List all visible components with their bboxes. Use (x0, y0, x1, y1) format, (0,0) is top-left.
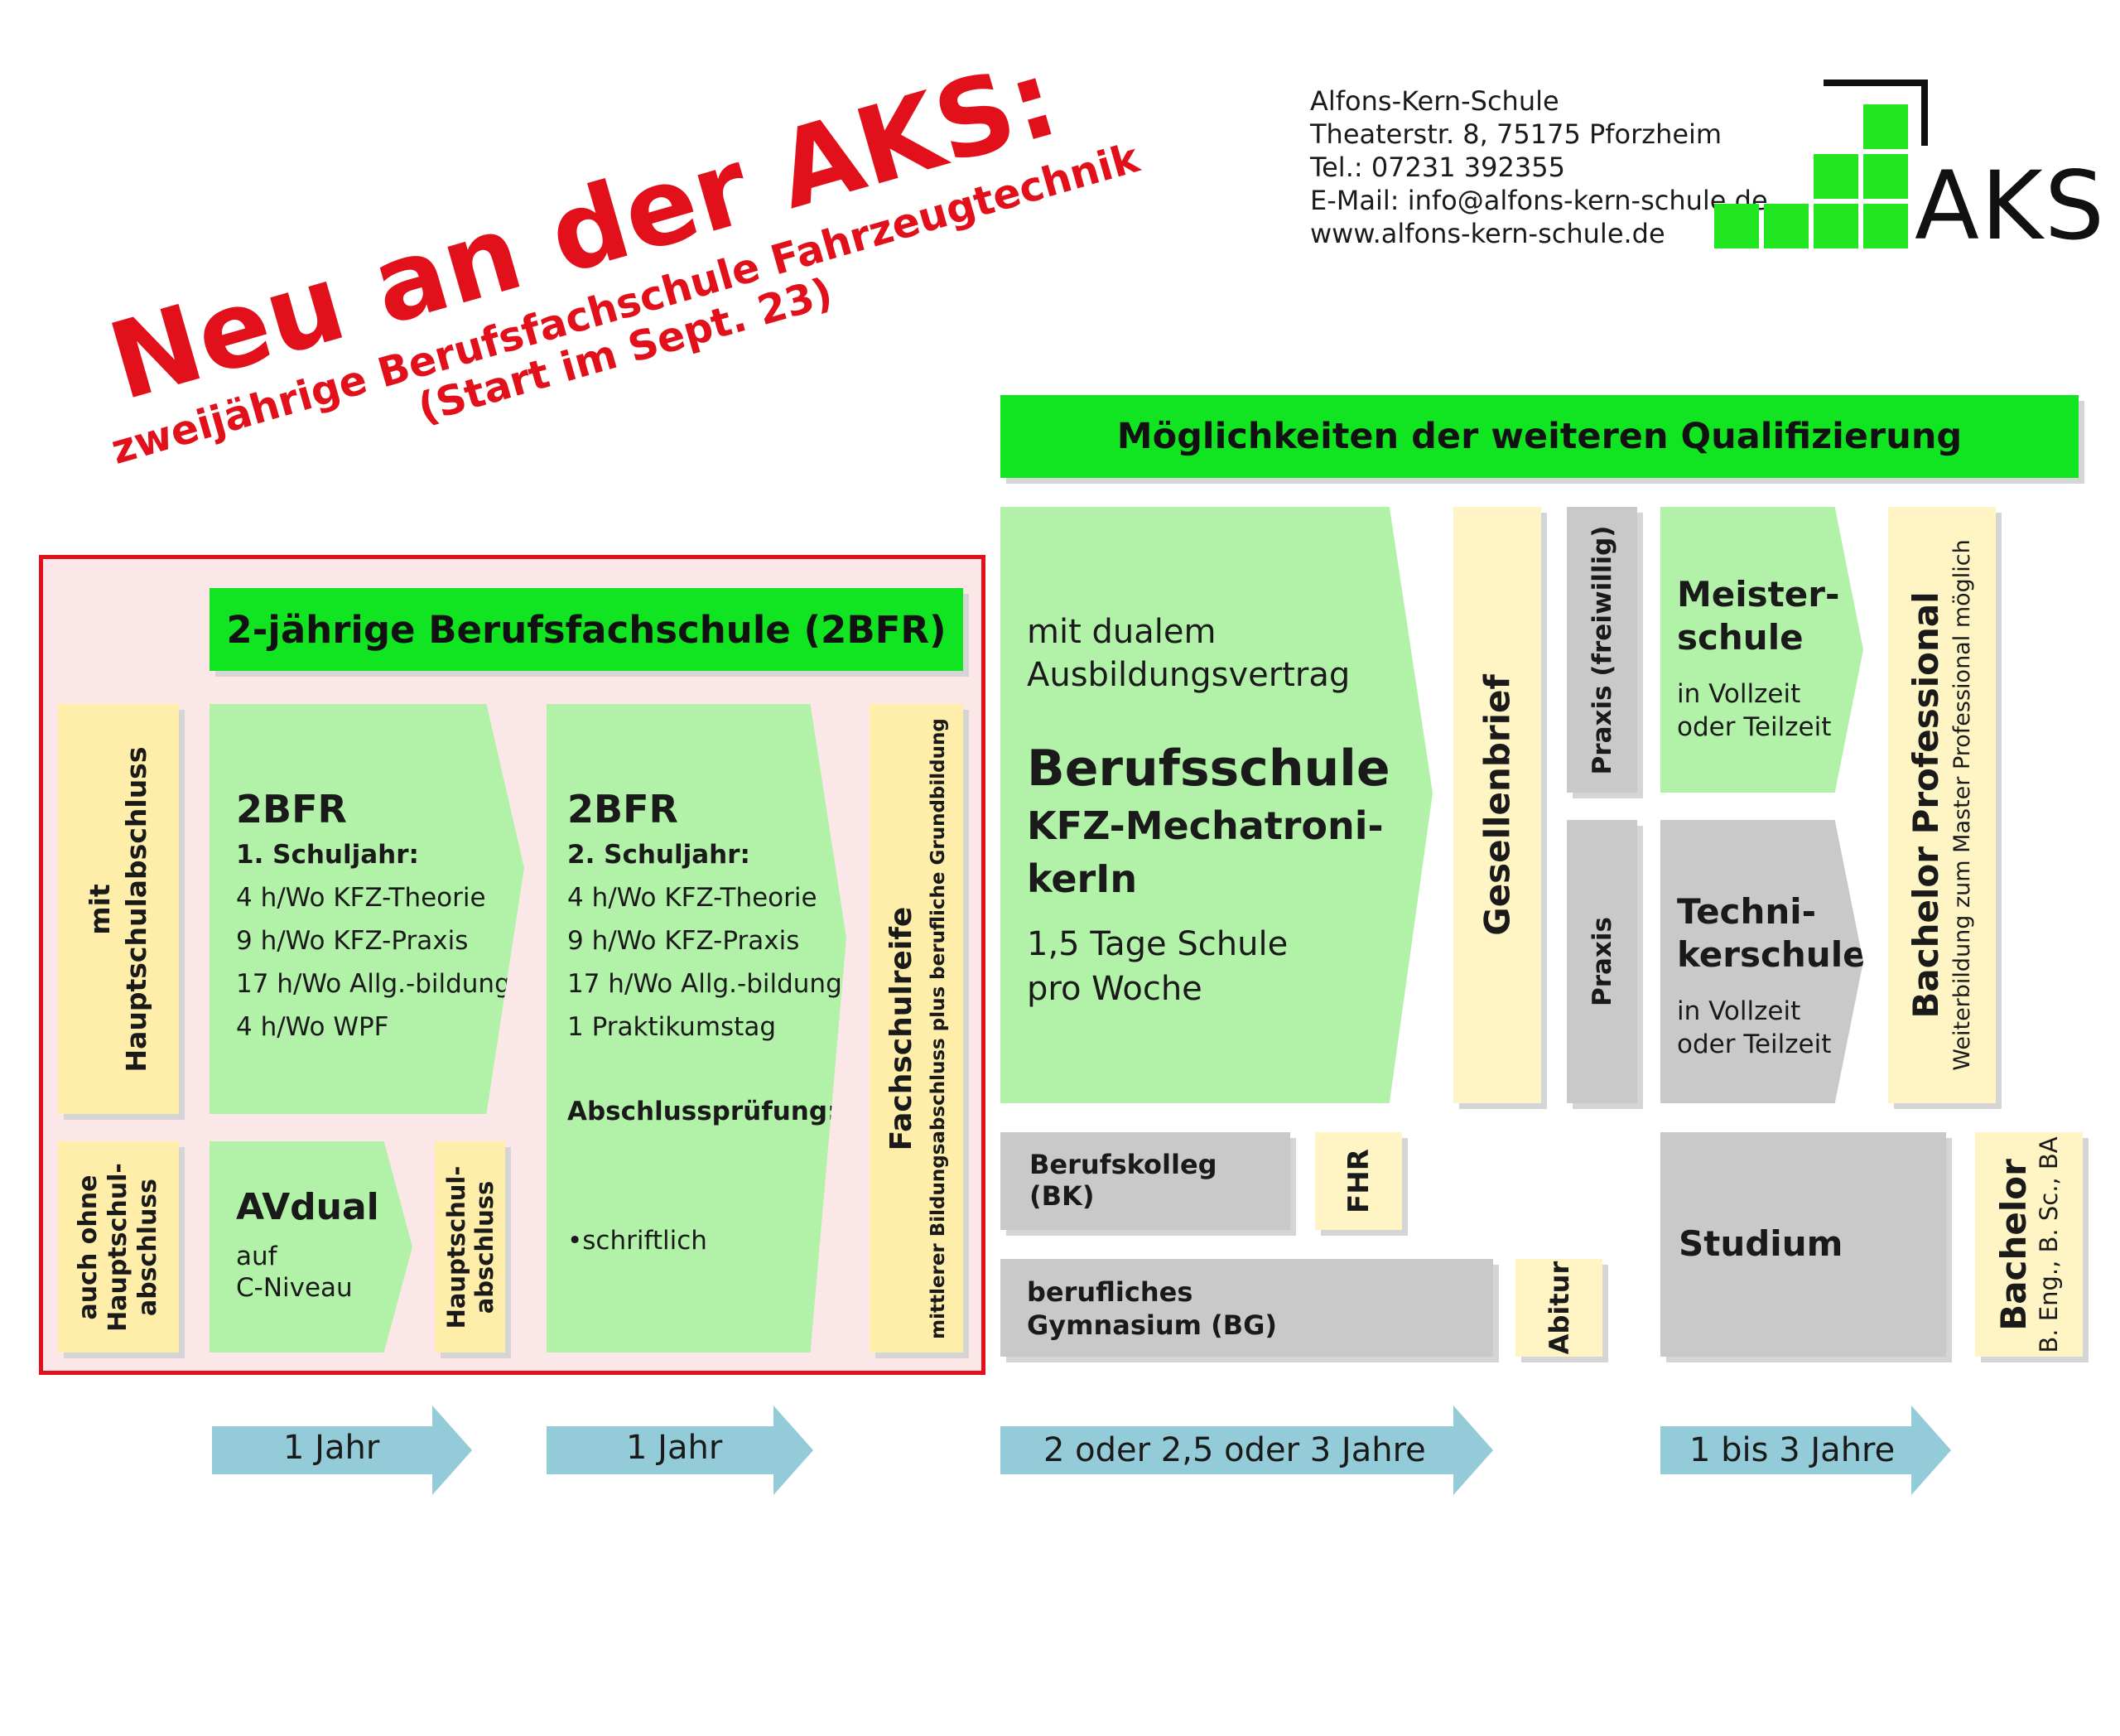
logo-bracket-side (1921, 80, 1928, 146)
entry-hauptschulabschluss: mit Hauptschulabschluss (58, 704, 179, 1114)
avdual-line: C-Niveau (236, 1273, 353, 1303)
avdual-box: AVdual auf C-Niveau (210, 1141, 412, 1353)
logo-square (1814, 204, 1858, 248)
logo-square (1714, 204, 1759, 248)
aks-logo: AKS (1714, 75, 2107, 261)
bg-label: berufliches (1027, 1276, 1193, 1308)
studium-box: Studium (1660, 1132, 1946, 1357)
year1-line: 4 h/Wo WPF (236, 1012, 389, 1042)
entry-ohne-hauptschulabschluss: auch ohne Hauptschul- abschluss (58, 1141, 179, 1353)
techniker-note: in Vollzeit (1677, 996, 1801, 1026)
address-web[interactable]: www.alfons-kern-schule.de (1310, 218, 1665, 249)
exam-title: Abschlussprüfung: (567, 1097, 838, 1126)
meister-note: in Vollzeit (1677, 679, 1801, 709)
bfr-header: 2-jährige Berufsfachschule (2BFR) (210, 588, 963, 671)
duration-arrow (1000, 1406, 1493, 1495)
meister-title: schule (1677, 617, 1804, 658)
techniker-note: oder Teilzeit (1677, 1030, 1832, 1059)
exam-line: •mündlich (567, 1613, 701, 1643)
duration-arrow (1660, 1406, 1951, 1495)
year2-subtitle: 2. Schuljahr: (567, 840, 750, 870)
year2-box: 2BFR 2. Schuljahr: 4 h/Wo KFZ-Theorie 9 … (547, 704, 846, 1353)
avdual-line: auf (236, 1242, 277, 1271)
berufskolleg-label: Berufskolleg (1029, 1149, 1217, 1180)
duration-label: 1 Jahr (626, 1429, 723, 1467)
year2-line: 9 h/Wo KFZ-Praxis (567, 926, 800, 956)
hauptschulabschluss-box: Hauptschul- abschluss (435, 1141, 505, 1353)
berufsschule-note: pro Woche (1027, 970, 1202, 1008)
duration-arrow (547, 1406, 813, 1495)
address-street: Theaterstr. 8, 75175 Pforzheim (1310, 118, 1722, 150)
berufliches-gymnasium-box: berufliches Gymnasium (BG) (1000, 1259, 1493, 1357)
exam-line: •schriftlich (567, 1226, 707, 1256)
avdual-title: AVdual (236, 1186, 379, 1228)
logo-square (1863, 204, 1908, 248)
logo-square (1764, 204, 1809, 248)
duration-arrow (212, 1406, 472, 1495)
bg-label: Gymnasium (BG) (1027, 1309, 1278, 1341)
berufskolleg-box: Berufskolleg (BK) (1000, 1132, 1290, 1230)
logo-square (1814, 154, 1858, 199)
logo-square (1863, 104, 1908, 149)
year2-title: 2BFR (567, 787, 678, 832)
qualification-header: Möglichkeiten der weiteren Qualifizierun… (1000, 395, 2079, 478)
logo-bracket-top (1824, 80, 1928, 86)
technikerschule-box: Techni- kerschule in Vollzeit oder Teilz… (1660, 820, 1863, 1103)
year1-line: 4 h/Wo KFZ-Theorie (236, 883, 486, 913)
gesellenbrief-box: Gesellenbrief (1453, 507, 1541, 1103)
fachschulreife-box: Fachschulreife mittlerer Bildungsabschlu… (870, 704, 963, 1353)
fhr-box: FHR (1315, 1132, 1402, 1230)
duration-label: 1 Jahr (283, 1429, 380, 1467)
address-school: Alfons-Kern-Schule (1310, 85, 1559, 117)
berufsschule-sub: kerIn (1027, 856, 1138, 901)
bachelor-professional-box: Bachelor Professional Weiterbildung zum … (1888, 507, 1996, 1103)
berufsschule-box: mit dualem Ausbildungsvertrag Berufsschu… (1000, 507, 1433, 1103)
logo-text: AKS (1915, 151, 2107, 261)
bachelor-box: Bachelor B. Eng., B. Sc., BA (1975, 1132, 2083, 1357)
meisterschule-box: Meister- schule in Vollzeit oder Teilzei… (1660, 507, 1863, 793)
year1-line: 9 h/Wo KFZ-Praxis (236, 926, 469, 956)
year2-line: 17 h/Wo Allg.-bildung (567, 969, 842, 999)
duration-label: 1 bis 3 Jahre (1689, 1431, 1896, 1469)
berufsschule-sub: KFZ-Mechatroni- (1027, 803, 1384, 848)
berufsschule-title: Berufsschule (1027, 740, 1390, 798)
techniker-title: Techni- (1677, 891, 1817, 932)
logo-square (1863, 154, 1908, 199)
praxis-box: Praxis (1567, 820, 1637, 1103)
school-address: Alfons-Kern-Schule Theaterstr. 8, 75175 … (1310, 84, 1768, 250)
year1-box: 2BFR 1. Schuljahr: 4 h/Wo KFZ-Theorie 9 … (210, 704, 524, 1114)
berufsschule-note: 1,5 Tage Schule (1027, 925, 1289, 963)
address-tel: Tel.: 07231 392355 (1310, 152, 1565, 183)
berufsschule-intro: mit dualem (1027, 613, 1217, 651)
year2-line: 4 h/Wo KFZ-Theorie (567, 883, 817, 913)
berufskolleg-label: (BK) (1029, 1180, 1095, 1212)
abitur-box: Abitur (1515, 1259, 1602, 1357)
duration-label: 2 oder 2,5 oder 3 Jahre (1043, 1431, 1426, 1469)
praxis-freiwillig-box: Praxis (freiwillig) (1567, 507, 1637, 793)
berufsschule-intro: Ausbildungsvertrag (1027, 656, 1351, 694)
meister-title: Meister- (1677, 574, 1840, 615)
duration-arrows (212, 1406, 1951, 1495)
year2-line: 1 Praktikumstag (567, 1012, 777, 1042)
year1-title: 2BFR (236, 787, 347, 832)
address-email[interactable]: E-Mail: info@alfons-kern-schule.de (1310, 185, 1768, 216)
year1-line: 17 h/Wo Allg.-bildung (236, 969, 511, 999)
techniker-title: kerschule (1677, 934, 1867, 975)
studium-label: Studium (1679, 1223, 1843, 1264)
meister-note: oder Teilzeit (1677, 712, 1832, 742)
year1-subtitle: 1. Schuljahr: (236, 840, 419, 870)
